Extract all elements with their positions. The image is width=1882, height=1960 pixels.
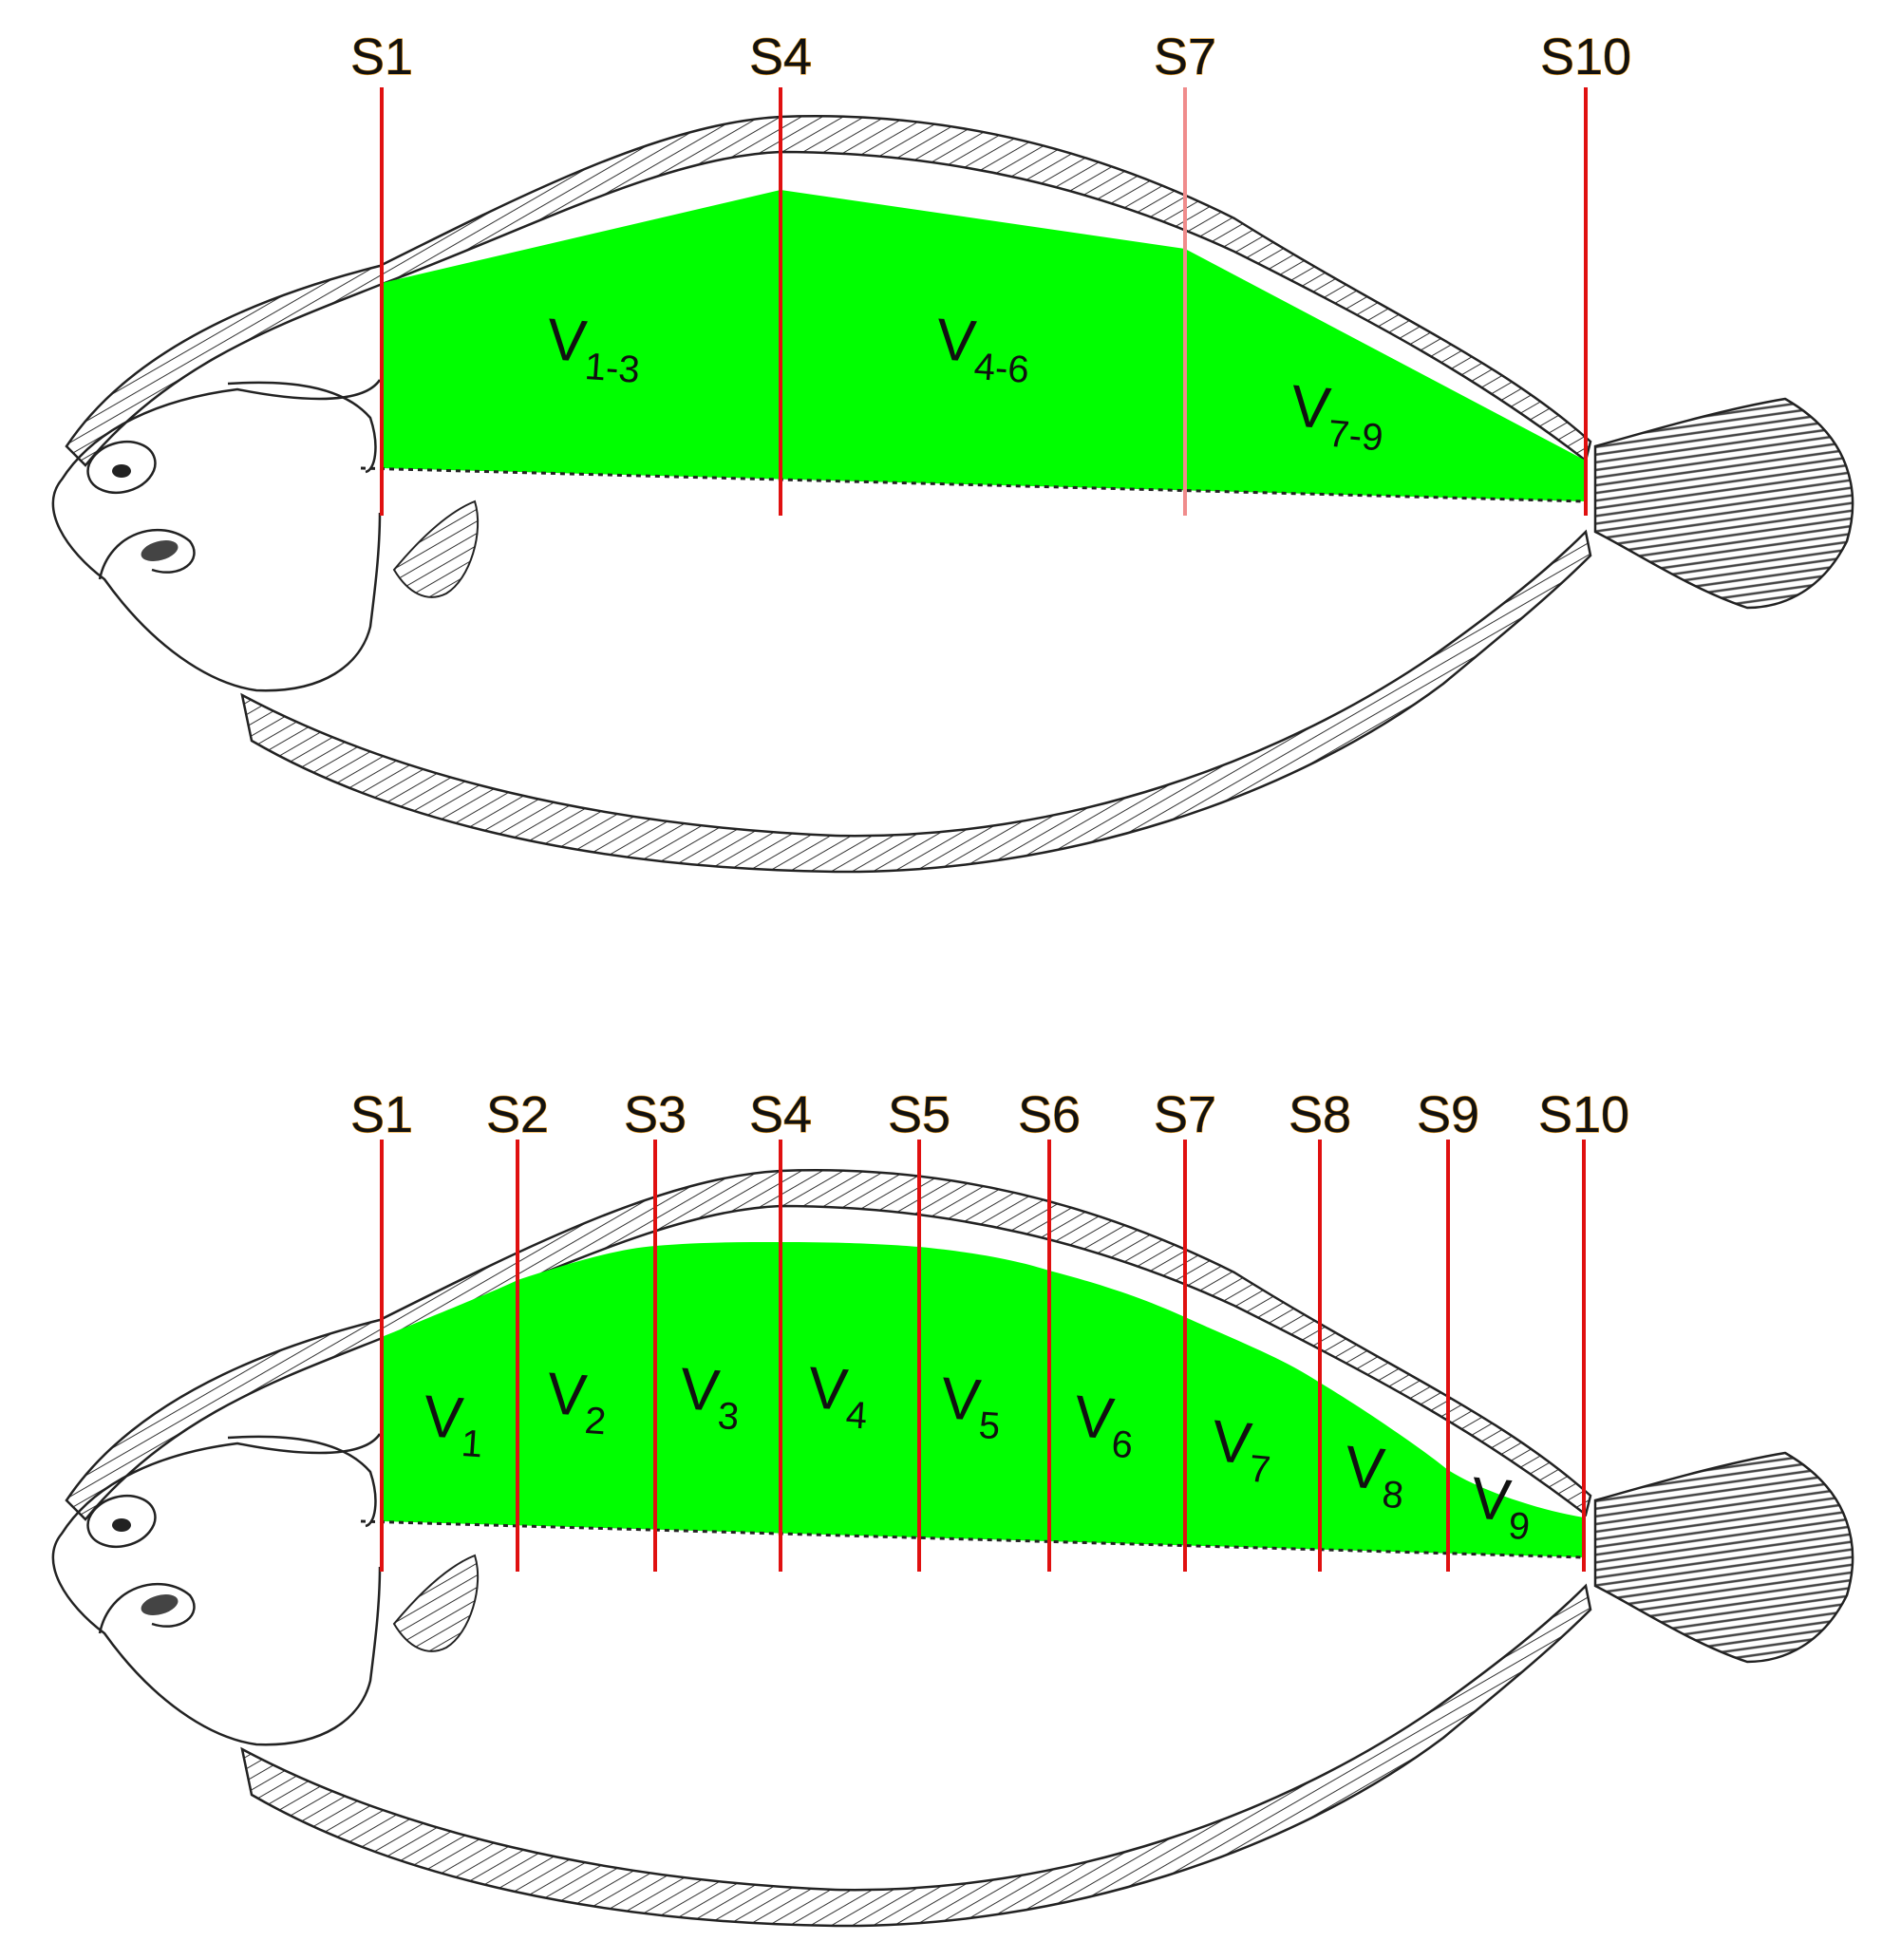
bottom-volume-label-9: V9 xyxy=(1468,1465,1535,1548)
top-volume-label-3: V7-9 xyxy=(1288,373,1388,459)
bottom-section-label-s9: S9 xyxy=(1417,1086,1479,1143)
bottom-section-label-s1: S1 xyxy=(350,1086,413,1143)
bottom-section-label-s6: S6 xyxy=(1018,1086,1081,1143)
lateral-line-bottom xyxy=(360,1519,1585,1559)
top-diagram: S1 S4 S7 S10 V1-3 V4-6V7-9 xyxy=(51,28,1854,874)
bottom-section-label-s3: S3 xyxy=(624,1086,687,1143)
bottom-volume-label-1: V1 xyxy=(421,1384,486,1465)
volume-region-top xyxy=(382,190,1586,501)
bottom-section-label-s5: S5 xyxy=(888,1086,950,1143)
top-volume-label-2: V4-6 xyxy=(933,307,1033,391)
top-section-label-s7: S7 xyxy=(1154,28,1216,85)
bottom-section-label-s4: S4 xyxy=(749,1086,812,1143)
bottom-volume-label-7: V7 xyxy=(1209,1408,1276,1491)
bottom-section-label-s10: S10 xyxy=(1538,1086,1629,1143)
bottom-section-label-s7: S7 xyxy=(1154,1086,1216,1143)
top-section-label-s4: S4 xyxy=(749,28,812,85)
bottom-section-label-s2: S2 xyxy=(486,1086,549,1143)
bottom-section-label-s8: S8 xyxy=(1289,1086,1351,1143)
bottom-volume-label-8: V8 xyxy=(1342,1434,1409,1517)
bottom-diagram: S1 S2 S3 S4 S5 S6 S7 S8 S9 S10 V1 V2 V3 V4 V5 V6 V7 V8 V9 xyxy=(51,1085,1854,1928)
bottom-volume-label-2: V2 xyxy=(544,1361,610,1442)
bottom-volume-label-6: V6 xyxy=(1071,1384,1139,1466)
bottom-volume-label-4: V4 xyxy=(805,1355,871,1437)
bottom-volume-label-3: V3 xyxy=(677,1356,743,1438)
top-section-label-s1: S1 xyxy=(350,28,413,85)
bottom-volume-label-5: V5 xyxy=(938,1366,1004,1447)
top-section-label-s10: S10 xyxy=(1540,28,1631,85)
volume-region-bottom xyxy=(382,1242,1584,1557)
top-volume-label-1: V1-3 xyxy=(544,307,644,391)
